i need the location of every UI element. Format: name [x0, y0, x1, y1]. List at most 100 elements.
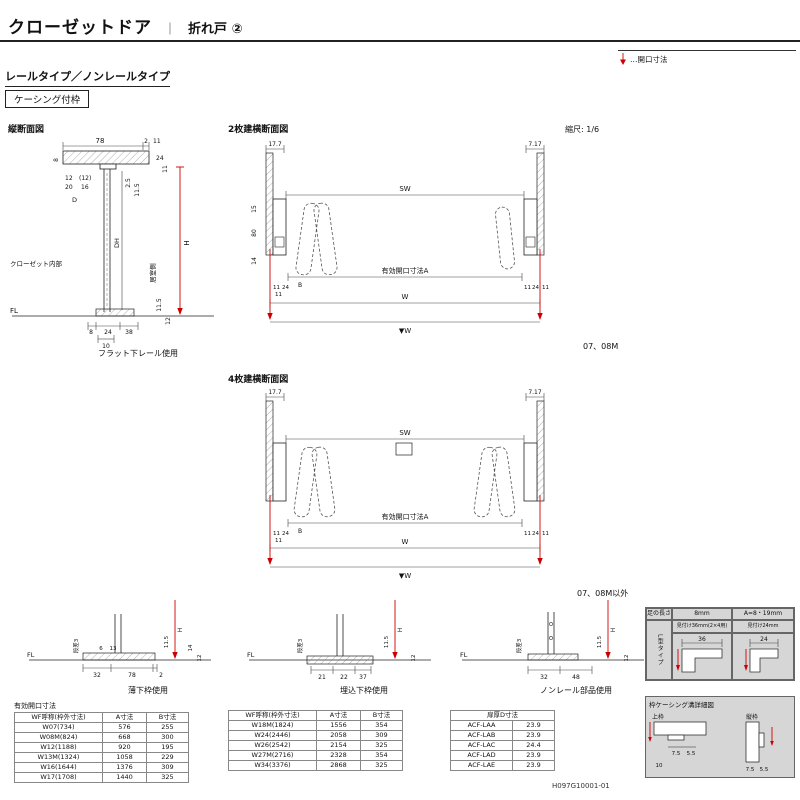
cell: 325: [146, 772, 189, 783]
dim-label: 11: [275, 538, 282, 544]
dim-label: 24: [282, 531, 289, 537]
vertical-section-drawing: 78 2 11 8 24 11 12 (12) 20 16 D 2.5 11.5…: [10, 137, 214, 349]
col-header: WF呼称(枠外寸法): [14, 712, 103, 723]
table-header-row: WF呼称(枠外寸法) A寸法 B寸法: [228, 710, 403, 721]
dim-label: 48: [572, 674, 580, 681]
title-separator: ｜: [164, 22, 177, 36]
dim-label: B: [298, 282, 302, 289]
cell: 24.4: [512, 740, 555, 751]
cell: W27M(2716): [228, 750, 317, 761]
cell: 2328: [316, 750, 361, 761]
dim-label: 78: [128, 672, 136, 679]
col-header: A寸法: [102, 712, 147, 723]
page-subtitle: 折れ戸 ②: [188, 22, 243, 37]
cell: 1440: [102, 772, 147, 783]
dim-label: 80: [251, 229, 258, 237]
dim-label: 36: [698, 636, 706, 643]
dim-label: 17.7: [268, 141, 282, 148]
header-rule: [0, 40, 800, 42]
four-panel-title: 4枚建横断面図: [228, 375, 289, 385]
cell: 1058: [102, 752, 147, 763]
four-panel-section-drawing: 17.7 7.17 SW 有効開口寸法A 11 24 B 11: [265, 389, 549, 580]
leg-profile-36: 36: [672, 633, 732, 680]
col-header: WF呼称(枠外寸法): [228, 710, 317, 721]
cell: 23.9: [512, 730, 555, 741]
dim-label: 7.5: [672, 751, 681, 757]
cell: 23.9: [512, 750, 555, 761]
leg-col-a819: A=8・19mm: [732, 608, 794, 620]
dim-label: 13: [110, 646, 117, 652]
dim-label: 6: [99, 646, 103, 652]
dim-label: 11.5: [156, 298, 163, 312]
vertical-section-caption: フラット下レール使用: [98, 349, 178, 358]
dim-label: 16: [81, 184, 89, 191]
dim-label: H: [183, 240, 191, 245]
dim-label: 20: [65, 184, 73, 191]
casing-detail-drawing: 上枠 7.5 5.5 10 縦枠 7.5 5.5: [648, 713, 774, 773]
dim-label: 10: [656, 763, 663, 769]
dim-label: 8: [53, 158, 60, 162]
casing-box-title: 枠ケーシング溝詳細図: [649, 701, 714, 709]
dim-label: 11: [524, 285, 531, 291]
dim-label: 12: [165, 317, 172, 325]
dim-label: (12): [79, 175, 91, 182]
four-panel-note: 07、08M以外: [577, 589, 629, 598]
opening-height-arrow: [392, 600, 398, 659]
dim-label: 24: [760, 636, 768, 643]
page-title: クローゼットドア: [8, 18, 152, 38]
opening-height-arrow: [172, 600, 178, 659]
room-side-label: 居室側: [148, 263, 157, 283]
dim-label: 15: [251, 205, 258, 213]
right-jamb: [523, 152, 545, 256]
cell: 354: [360, 750, 403, 761]
col-header: B寸法: [146, 712, 189, 723]
two-panel-section-drawing: 17.7 7.17 SW 15 80 14: [251, 141, 549, 335]
dim-label: W: [402, 293, 409, 301]
dim-label: SW: [399, 429, 410, 437]
dim-label: SW: [399, 185, 410, 193]
opening-width-arrows: [267, 249, 543, 320]
dim-label: 11.5: [597, 635, 603, 648]
dim-label: 32: [540, 674, 548, 681]
leg-col-8mm: 8mm: [672, 608, 732, 620]
cell: W07(734): [14, 722, 103, 733]
dim-label: 12: [197, 655, 203, 662]
cell: W34(3376): [228, 760, 317, 771]
dim-label: 段差3: [296, 638, 304, 653]
cell: 576: [102, 722, 147, 733]
leg-face36-label: 見付け36mm(2×4用): [672, 620, 732, 633]
col-header: B寸法: [360, 710, 403, 721]
doc-number: H097G10001-01: [552, 782, 610, 790]
two-panel-title: 2枚建横断面図: [228, 125, 289, 135]
dim-label: 11: [542, 531, 549, 537]
dim-label: H: [177, 628, 184, 633]
cell: W18M(1824): [228, 720, 317, 731]
cell: W12(1188): [14, 742, 103, 753]
two-panel-note: 07、08M: [583, 342, 619, 351]
dim-label: 段差3: [515, 638, 523, 653]
cell: 2154: [316, 740, 361, 751]
dim-label: 段差3: [72, 638, 80, 653]
floor-level-label: FL: [247, 651, 255, 659]
leg-face24-label: 見付け24mm: [732, 620, 794, 633]
dim-label: 21: [318, 674, 326, 681]
right-jamb: [523, 400, 545, 502]
cell: 668: [102, 732, 147, 743]
cell: 300: [146, 732, 189, 743]
dim-label: 11.5: [134, 183, 141, 197]
dim-label: 11: [524, 531, 531, 537]
cell: W24(2446): [228, 730, 317, 741]
dim-label: DH: [113, 238, 121, 248]
dim-label: 8: [89, 329, 93, 336]
cell: 2868: [316, 760, 361, 771]
